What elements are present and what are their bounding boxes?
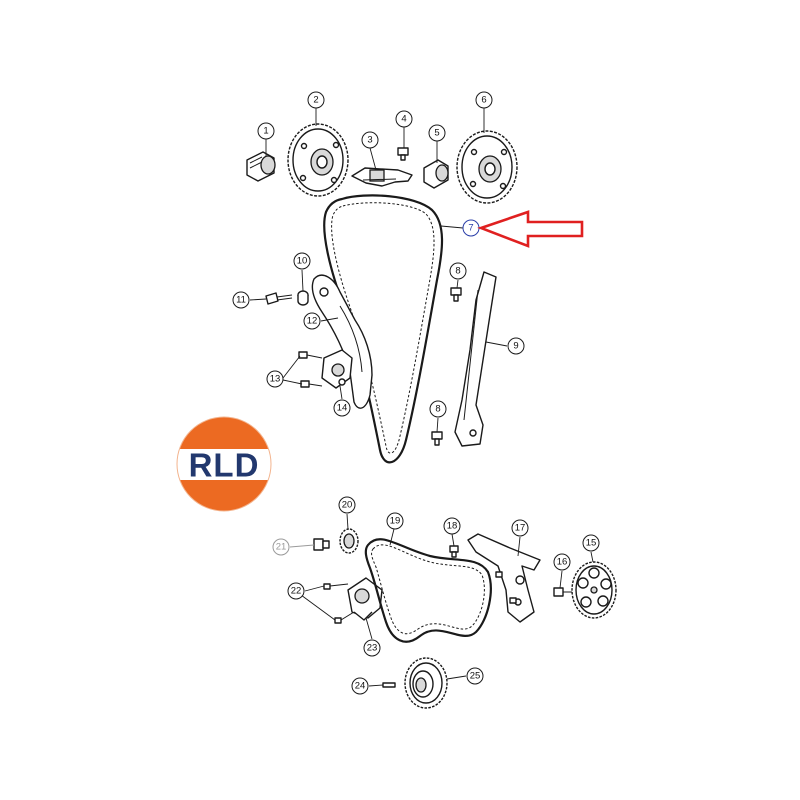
callout-11: 11	[232, 291, 250, 309]
tensioner-arm	[311, 274, 373, 409]
callout-14: 14	[333, 399, 351, 417]
solenoid-left	[246, 151, 276, 182]
sprocket-20	[339, 528, 359, 554]
callout-21: 21	[272, 538, 290, 556]
svg-text:20: 20	[342, 500, 353, 511]
svg-text:19: 19	[390, 516, 401, 527]
callout-23: 23	[363, 639, 381, 657]
callout-22: 22	[287, 582, 305, 600]
callout-17: 17	[511, 519, 529, 537]
callout-7: 7	[462, 219, 480, 237]
callout-1: 1	[257, 122, 275, 140]
callout-8-lower: 8	[429, 400, 447, 418]
callout-2: 2	[307, 91, 325, 109]
woodruff-key	[382, 682, 396, 688]
callout-18: 18	[443, 517, 461, 535]
chain-guide-rail	[454, 271, 497, 447]
callout-3: 3	[361, 131, 379, 149]
callout-24: 24	[351, 677, 369, 695]
spacer-10	[297, 290, 309, 306]
svg-text:12: 12	[307, 316, 318, 327]
svg-text:7: 7	[468, 223, 473, 234]
svg-text:18: 18	[447, 521, 458, 532]
callout-8-upper: 8	[449, 262, 467, 280]
bolt-11	[265, 292, 293, 305]
callout-13: 13	[266, 370, 284, 388]
svg-text:16: 16	[557, 557, 568, 568]
crankshaft-sprocket	[404, 657, 448, 709]
bolt-8-lower	[431, 431, 443, 446]
svg-text:17: 17	[515, 523, 526, 534]
callout-25: 25	[466, 667, 484, 685]
balance-gear	[571, 561, 617, 619]
bolts-13	[298, 351, 323, 388]
svg-text:21: 21	[276, 542, 287, 553]
rld-logo: RLD	[176, 416, 272, 512]
cam-bracket	[351, 167, 413, 187]
callout-9: 9	[507, 337, 525, 355]
logo-text: RLD	[189, 447, 260, 484]
lower-tensioner	[347, 577, 383, 621]
svg-text:15: 15	[586, 538, 597, 549]
callout-4: 4	[395, 110, 413, 128]
bolt-8-upper	[450, 287, 462, 302]
svg-text:13: 13	[270, 374, 281, 385]
svg-text:3: 3	[367, 135, 372, 146]
bolt-16	[553, 587, 572, 597]
upper-timing-chain	[323, 194, 444, 464]
callout-16: 16	[553, 553, 571, 571]
svg-text:23: 23	[367, 643, 378, 654]
cam-phaser-right	[456, 130, 518, 204]
red-arrow	[477, 210, 584, 248]
bracket-bolts	[495, 571, 517, 604]
leader-lines	[249, 108, 594, 687]
svg-text:24: 24	[355, 681, 366, 692]
svg-text:25: 25	[470, 671, 481, 682]
svg-text:8: 8	[435, 404, 440, 415]
callout-10: 10	[293, 252, 311, 270]
lower-guide-bracket	[467, 533, 541, 623]
svg-text:14: 14	[337, 403, 348, 414]
svg-text:4: 4	[401, 114, 406, 125]
svg-text:8: 8	[455, 266, 460, 277]
svg-text:2: 2	[313, 95, 318, 106]
callout-12: 12	[303, 312, 321, 330]
svg-text:22: 22	[291, 586, 302, 597]
callout-15: 15	[582, 534, 600, 552]
svg-text:6: 6	[481, 95, 486, 106]
callout-5: 5	[428, 124, 446, 142]
callout-6: 6	[475, 91, 493, 109]
svg-text:11: 11	[236, 295, 246, 306]
bolt-18	[449, 545, 459, 558]
chain-tensioner	[321, 349, 353, 389]
solenoid-right	[423, 159, 449, 189]
callout-20: 20	[338, 496, 356, 514]
lower-timing-chain	[364, 538, 492, 643]
cam-phaser-left	[287, 123, 349, 197]
bolt-4	[397, 147, 409, 161]
callout-19: 19	[386, 512, 404, 530]
svg-text:10: 10	[297, 256, 308, 267]
svg-text:1: 1	[263, 126, 268, 137]
bolts-22	[323, 583, 355, 624]
svg-text:5: 5	[434, 128, 439, 139]
svg-text:9: 9	[513, 341, 518, 352]
bolt-21	[313, 538, 330, 551]
